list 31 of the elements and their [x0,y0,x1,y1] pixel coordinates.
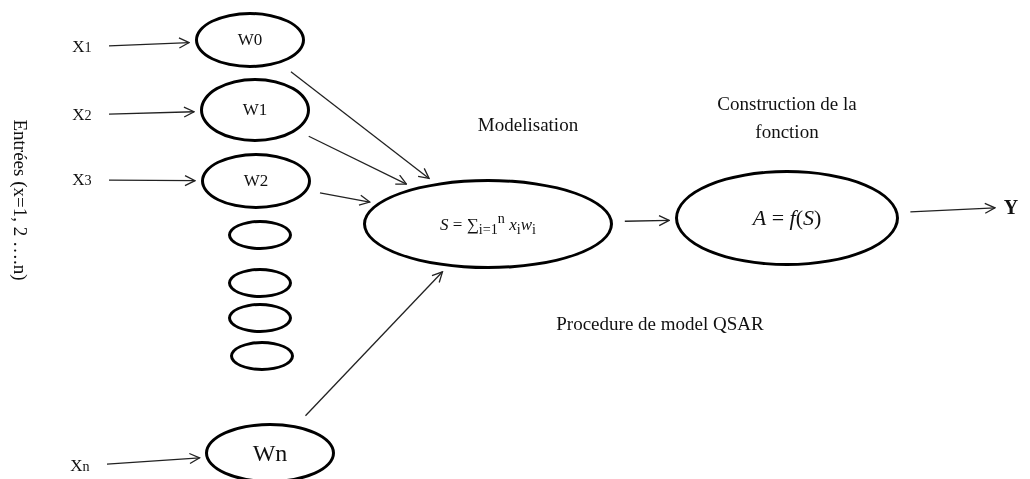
node-text: S = ∑$_{i=1}$$^{n}$ x$_{i}$w$_{i}$ [440,209,536,238]
arrow [106,452,201,465]
ellipse-node [363,179,613,269]
ellipse-node [228,268,292,298]
node-text: W2 [243,171,269,191]
node-caption: Modelisation [476,113,580,137]
output-label: Y [1001,194,1021,220]
ellipse-node [228,303,292,333]
node-text: Wn [252,439,288,467]
node-text: W1 [242,100,268,120]
ellipse-node [230,341,294,371]
arrow [319,192,371,206]
axis-caption: Entrées (x=1, 2 ….n) [9,119,31,281]
note-text: Procedure de model QSAR [556,313,764,335]
ellipse-node [228,220,292,250]
node-caption: Construction de la fonction [716,92,858,144]
arrow [290,71,430,180]
ellipse-node [675,170,899,266]
arrow [304,271,444,417]
ellipse-node [200,78,310,142]
ellipse-node [195,12,305,68]
arrow [108,106,195,118]
arrow [624,214,670,227]
arrow [308,135,408,185]
arrow [108,37,190,49]
ellipse-node [205,423,335,479]
arrow [108,174,196,187]
ellipse-node [201,153,311,209]
arrow [909,202,996,214]
node-text: A = f(S) [752,205,822,231]
node-text: W0 [237,30,263,50]
